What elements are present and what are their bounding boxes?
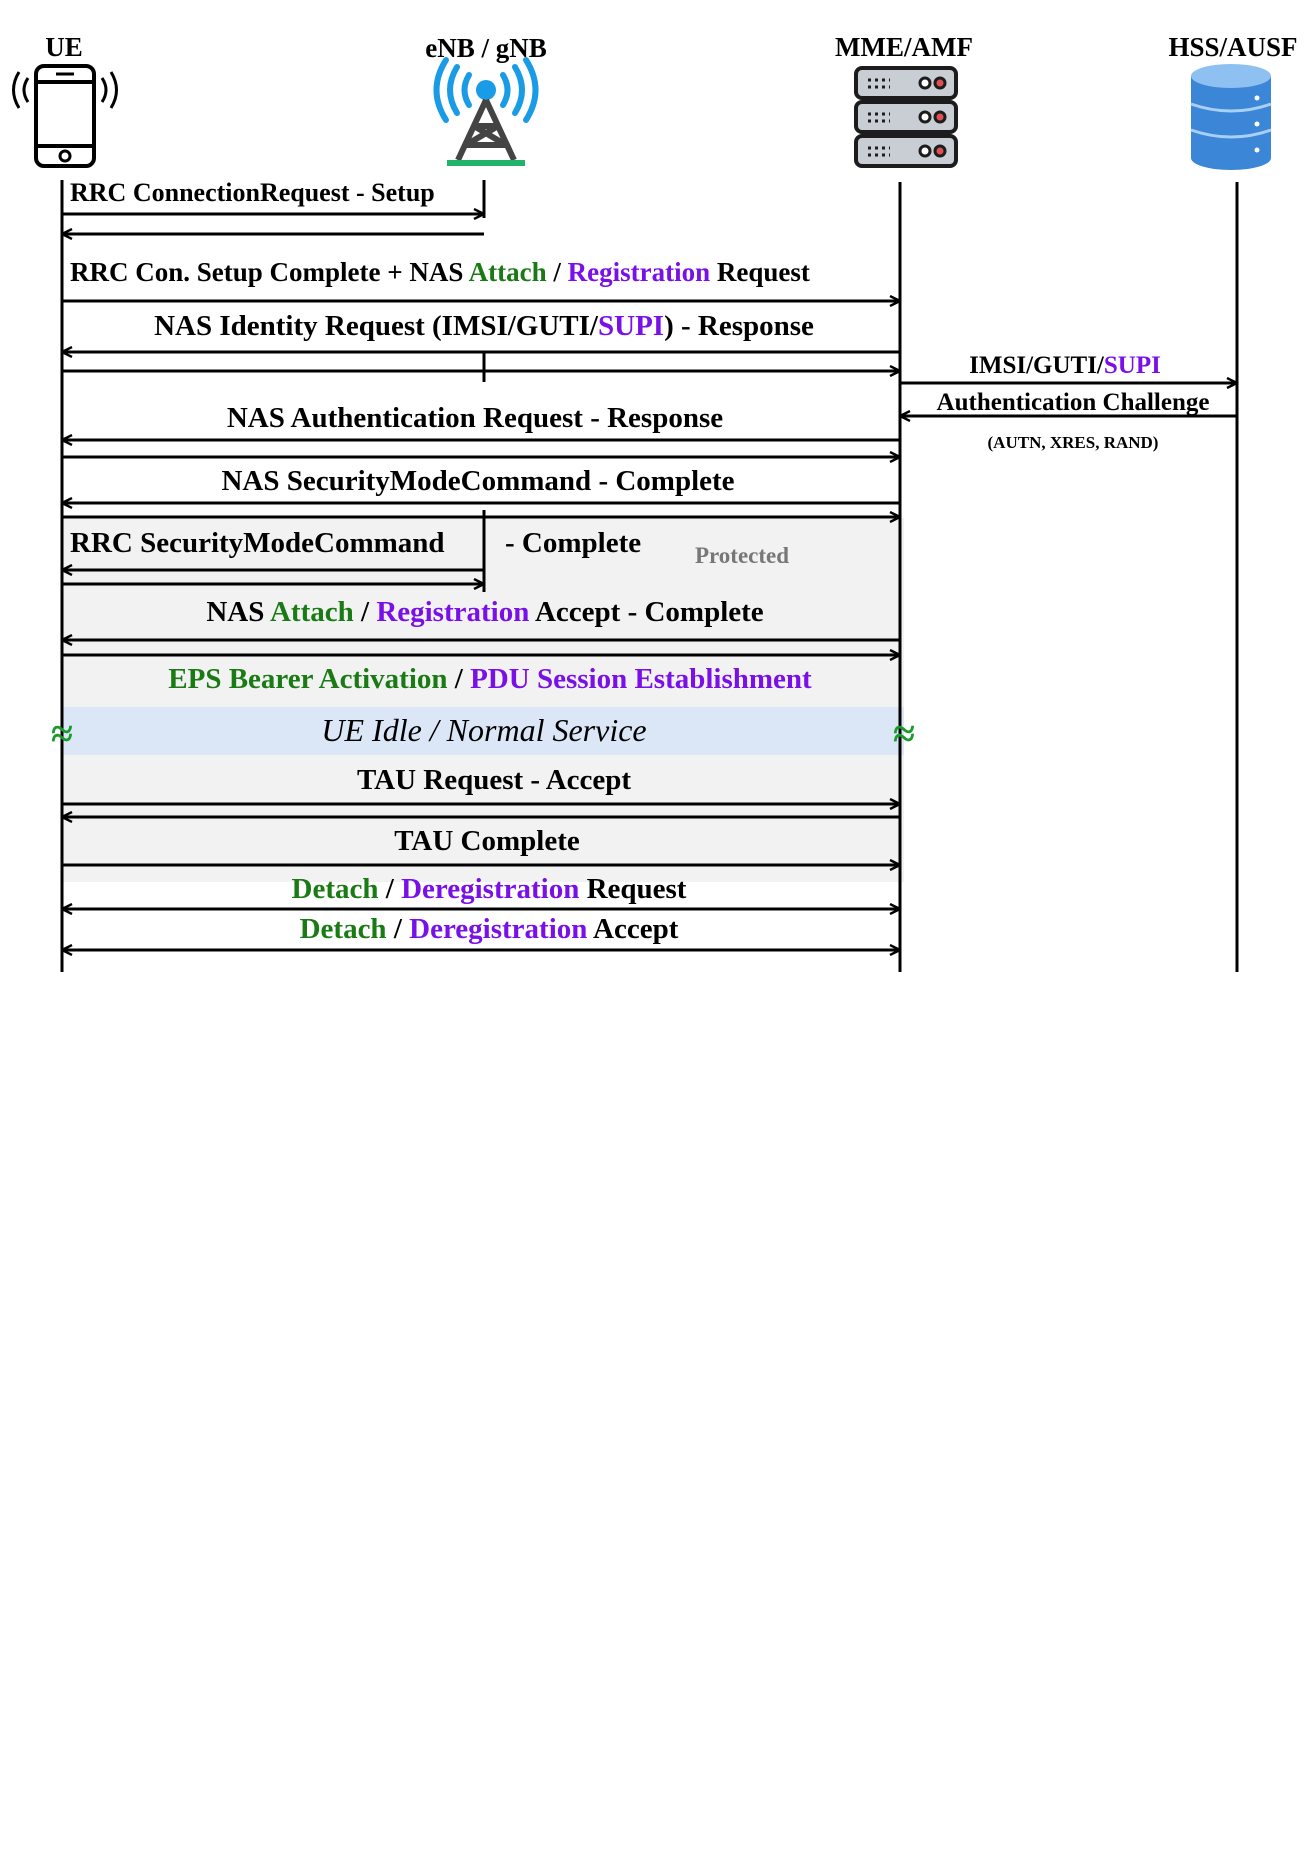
ue-idle-band — [62, 707, 904, 755]
identity-label-segment: SUPI — [598, 310, 664, 342]
cell-tower-icon — [433, 57, 539, 166]
hss-title: HSS/AUSF — [1168, 32, 1297, 62]
setup-complete-label-segment: / — [547, 257, 568, 287]
idle-break-left-icon: ≈ — [51, 711, 73, 756]
detach-request-label-segment: Detach — [292, 873, 379, 905]
idle-break-right-icon: ≈ — [893, 711, 915, 756]
detach-request-label-segment: Request — [579, 873, 686, 905]
detach-accept-label-segment: Detach — [300, 913, 387, 945]
protected-label: Protected — [695, 543, 789, 568]
smartphone-icon — [12, 64, 118, 168]
auth-challenge-label: Authentication Challenge — [937, 389, 1210, 416]
identity-label-segment: NAS Identity Request (IMSI/GUTI/ — [154, 310, 599, 342]
setup-complete-label-segment: Registration — [568, 257, 710, 287]
rrc-smc-label: RRC SecurityModeCommand — [70, 527, 445, 559]
attach-accept-label-segment: Accept - Complete — [529, 596, 763, 628]
attach-accept-label-segment: Registration — [376, 596, 529, 628]
detach-request-label: Detach / Deregistration Request — [292, 873, 687, 905]
attach-accept-label: NAS Attach / Registration Accept - Compl… — [206, 596, 763, 628]
detach-request-label-segment: Deregistration — [401, 873, 579, 905]
bearer-label-segment: PDU Session Establishment — [470, 663, 812, 695]
auth-params-label: (AUTN, XRES, RAND) — [988, 433, 1159, 452]
setup-complete-label-segment: RRC Con. Setup Complete + NAS — [70, 257, 469, 287]
tau-complete-label: TAU Complete — [394, 825, 580, 857]
detach-accept-label-segment: Deregistration — [409, 913, 587, 945]
rrc-smc-complete-label: - Complete — [505, 527, 641, 559]
database-icon — [1190, 64, 1272, 170]
setup-complete-label-segment: Request — [710, 257, 810, 287]
detach-accept-label-segment: Accept — [587, 913, 678, 945]
identity-label: NAS Identity Request (IMSI/GUTI/SUPI) - … — [154, 310, 814, 342]
detach-accept-label-segment: / — [387, 913, 410, 945]
hss-id-label: IMSI/GUTI/SUPI — [969, 352, 1161, 379]
attach-accept-label-segment: Attach — [270, 596, 354, 628]
bearer-label-segment: / — [448, 663, 471, 695]
setup-complete-label: RRC Con. Setup Complete + NAS Attach / R… — [70, 257, 810, 287]
server-rack-icon — [854, 66, 958, 168]
detach-accept-label: Detach / Deregistration Accept — [300, 913, 679, 945]
bearer-label: EPS Bearer Activation / PDU Session Esta… — [168, 663, 812, 695]
mme-title: MME/AMF — [835, 32, 973, 62]
ue-title: UE — [45, 32, 83, 62]
attach-accept-label-segment: / — [354, 596, 377, 628]
nas-smc-label: NAS SecurityModeCommand - Complete — [221, 465, 734, 497]
setup-complete-label-segment: Attach — [469, 257, 547, 287]
ue-idle-label: UE Idle / Normal Service — [321, 712, 646, 748]
identity-label-segment: ) - Response — [664, 310, 814, 342]
attach-accept-label-segment: NAS — [206, 596, 270, 628]
detach-request-label-segment: / — [379, 873, 402, 905]
protected-region-top — [486, 518, 904, 598]
bearer-label-segment: EPS Bearer Activation — [168, 663, 447, 695]
tau-request-label: TAU Request - Accept — [357, 764, 631, 796]
hss-id-label-segment: SUPI — [1104, 352, 1161, 379]
rrc-connection-label: RRC ConnectionRequest - Setup — [70, 178, 435, 207]
nas-auth-label: NAS Authentication Request - Response — [227, 402, 723, 434]
hss-id-label-segment: IMSI/GUTI/ — [969, 352, 1105, 379]
